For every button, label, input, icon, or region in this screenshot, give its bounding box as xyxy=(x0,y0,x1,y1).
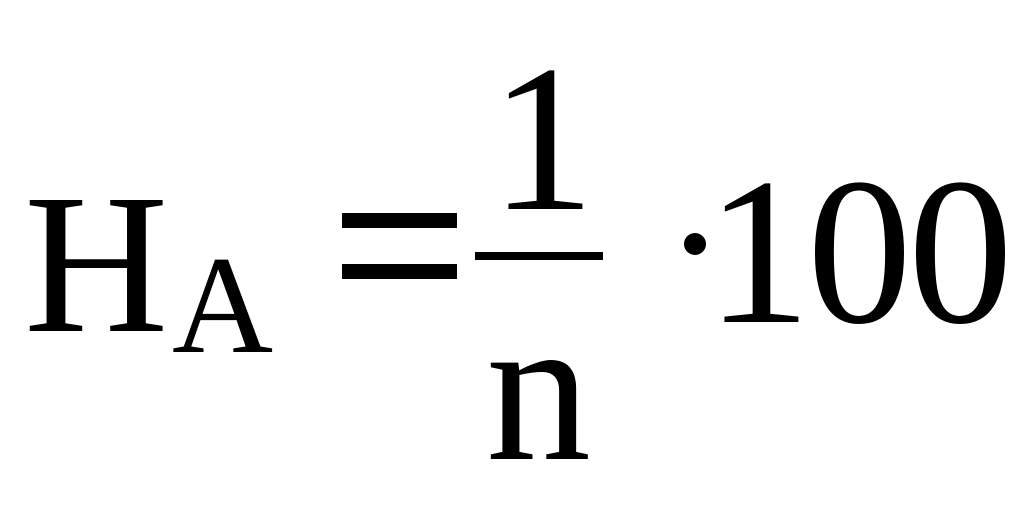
equals-top-bar xyxy=(342,213,457,228)
formula-subscript: A xyxy=(172,228,274,383)
fraction-numerator: 1 xyxy=(490,23,595,255)
fraction-denominator: n xyxy=(486,273,591,505)
multiplication-dot xyxy=(684,233,706,255)
formula-main-letter: H xyxy=(24,154,169,375)
formula: H A 1 n 100 xyxy=(24,23,1013,494)
fraction-bar xyxy=(475,252,603,260)
formula-factor: 100 xyxy=(706,136,1013,368)
equals-bottom-bar xyxy=(342,264,457,279)
